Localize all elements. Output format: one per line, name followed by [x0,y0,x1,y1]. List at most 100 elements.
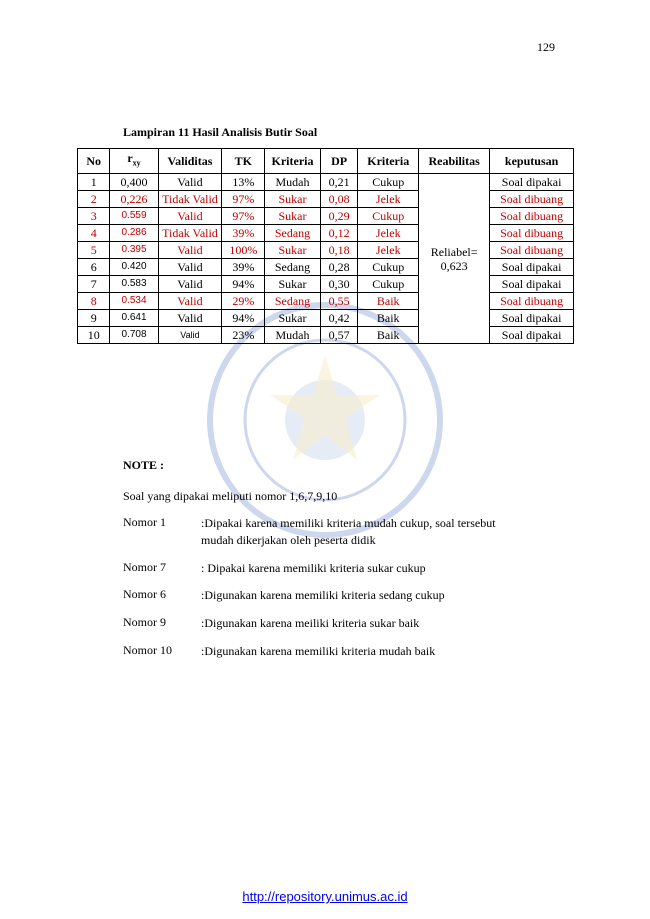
cell-no: 2 [76,190,111,208]
repository-link[interactable]: http://repository.unimus.ac.id [242,889,408,904]
cell-rxy: 0.420 [109,258,159,276]
cell-keputusan: Soal dipakai [489,326,574,344]
note-item-label: Nomor 9 [123,615,166,629]
cell-kriteria-tk: Sukar [264,190,321,208]
cell-no: 4 [76,224,111,242]
cell-dp: 0,21 [319,173,359,191]
cell-no: 5 [76,241,111,259]
header-rxy: rxy [109,148,159,174]
cell-kriteria-dp: Jelek [357,190,420,208]
table-row: 3 0.559 Valid 97% Sukar 0,29 Cukup Soal … [76,207,574,225]
cell-kriteria-tk: Sedang [264,292,321,310]
table-row: 4 0.286 Tidak Valid 39% Sedang 0,12 Jele… [76,224,574,242]
cell-kriteria-dp: Baik [357,309,420,327]
cell-keputusan: Soal dibuang [489,207,574,225]
cell-validitas: Valid [157,173,223,191]
cell-tk: 23% [221,326,266,344]
cell-no: 3 [76,207,111,225]
table-row: 7 0.583 Valid 94% Sukar 0,30 Cukup Soal … [76,275,574,293]
cell-reabilitas: Reliabel=0,623 [418,173,491,344]
cell-no: 9 [76,309,111,327]
cell-rxy: 0.559 [109,207,159,225]
cell-tk: 29% [221,292,266,310]
header-tk: TK [221,148,266,174]
table-row: 2 0,226 Tidak Valid 97% Sukar 0,08 Jelek… [76,190,574,208]
cell-tk: 97% [221,207,266,225]
note-item-label: Nomor 6 [123,587,166,601]
cell-validitas: Tidak Valid [157,224,223,242]
cell-kriteria-tk: Sukar [264,241,321,259]
cell-no: 10 [76,326,111,344]
cell-rxy: 0.583 [109,275,159,293]
cell-tk: 94% [221,309,266,327]
cell-validitas: Tidak Valid [157,190,223,208]
cell-rxy: 0.708 [109,326,159,344]
cell-kriteria-tk: Mudah [264,173,321,191]
cell-dp: 0,12 [319,224,359,242]
cell-kriteria-tk: Mudah [264,326,321,344]
cell-tk: 39% [221,258,266,276]
cell-kriteria-dp: Cukup [357,173,420,191]
cell-rxy: 0.641 [109,309,159,327]
cell-kriteria-tk: Sukar [264,207,321,225]
cell-no: 1 [76,173,111,191]
cell-kriteria-dp: Cukup [357,258,420,276]
header-rxy-main: r [127,151,133,166]
cell-validitas: Valid [157,258,223,276]
cell-keputusan: Soal dibuang [489,224,574,242]
cell-dp: 0,30 [319,275,359,293]
table-row: 9 0.641 Valid 94% Sukar 0,42 Baik Soal d… [76,309,574,327]
header-rxy-sub: xy [132,158,141,168]
cell-kriteria-tk: Sukar [264,275,321,293]
item-analysis-table: No rxy Validitas TK Kriteria DP Kriteria… [76,148,574,344]
cell-kriteria-dp: Cukup [357,207,420,225]
cell-dp: 0,57 [319,326,359,344]
note-item-label: Nomor 7 [123,560,166,574]
header-keputusan: keputusan [489,148,574,174]
cell-dp: 0,18 [319,241,359,259]
cell-validitas: Valid [157,326,223,344]
cell-validitas: Valid [157,241,223,259]
cell-kriteria-dp: Baik [357,326,420,344]
cell-tk: 39% [221,224,266,242]
cell-rxy: 0,400 [109,173,159,191]
cell-no: 8 [76,292,111,310]
table-row: 8 0.534 Valid 29% Sedang 0,55 Baik Soal … [76,292,574,310]
cell-rxy: 0.395 [109,241,159,259]
note-intro: Soal yang dipakai meliputi nomor 1,6,7,9… [123,489,338,503]
cell-keputusan: Soal dipakai [489,309,574,327]
cell-rxy: 0,226 [109,190,159,208]
cell-no: 6 [76,258,111,276]
cell-kriteria-dp: Jelek [357,224,420,242]
cell-kriteria-dp: Baik [357,292,420,310]
cell-kriteria-tk: Sukar [264,309,321,327]
reliability-value: 0,623 [440,258,468,273]
cell-tk: 13% [221,173,266,191]
cell-dp: 0,28 [319,258,359,276]
cell-kriteria-tk: Sedang [264,258,321,276]
header-dp: DP [319,148,359,174]
note-item-text: :Digunakan karena memiliki kriteria muda… [201,644,436,658]
cell-dp: 0,42 [319,309,359,327]
header-kriteria-dp: Kriteria [357,148,420,174]
note-item-text: : Dipakai karena memiliki kriteria sukar… [201,561,426,575]
table-row: 6 0.420 Valid 39% Sedang 0,28 Cukup Soal… [76,258,574,276]
cell-keputusan: Soal dipakai [489,258,574,276]
cell-tk: 94% [221,275,266,293]
cell-validitas: Valid [157,292,223,310]
note-item-text: :Digunakan karena meiliki kriteria sukar… [201,616,420,630]
header-reabilitas: Reabilitas [418,148,491,174]
cell-validitas: Valid [157,309,223,327]
note-item-label: Nomor 1 [123,515,166,529]
cell-dp: 0,55 [319,292,359,310]
reliability-label: Reliabel= [430,244,478,259]
cell-kriteria-dp: Cukup [357,275,420,293]
cell-keputusan: Soal dipakai [489,173,574,191]
note-item-text: :Digunakan karena memiliki kriteria seda… [201,588,445,602]
table-row: 10 0.708 Valid 23% Mudah 0,57 Baik Soal … [76,326,574,344]
cell-keputusan: Soal dipakai [489,275,574,293]
note-item-label: Nomor 10 [123,643,172,657]
note-item-text: :Dipakai karena memiliki kriteria mudah … [201,516,496,547]
cell-keputusan: Soal dibuang [489,241,574,259]
cell-keputusan: Soal dibuang [489,292,574,310]
